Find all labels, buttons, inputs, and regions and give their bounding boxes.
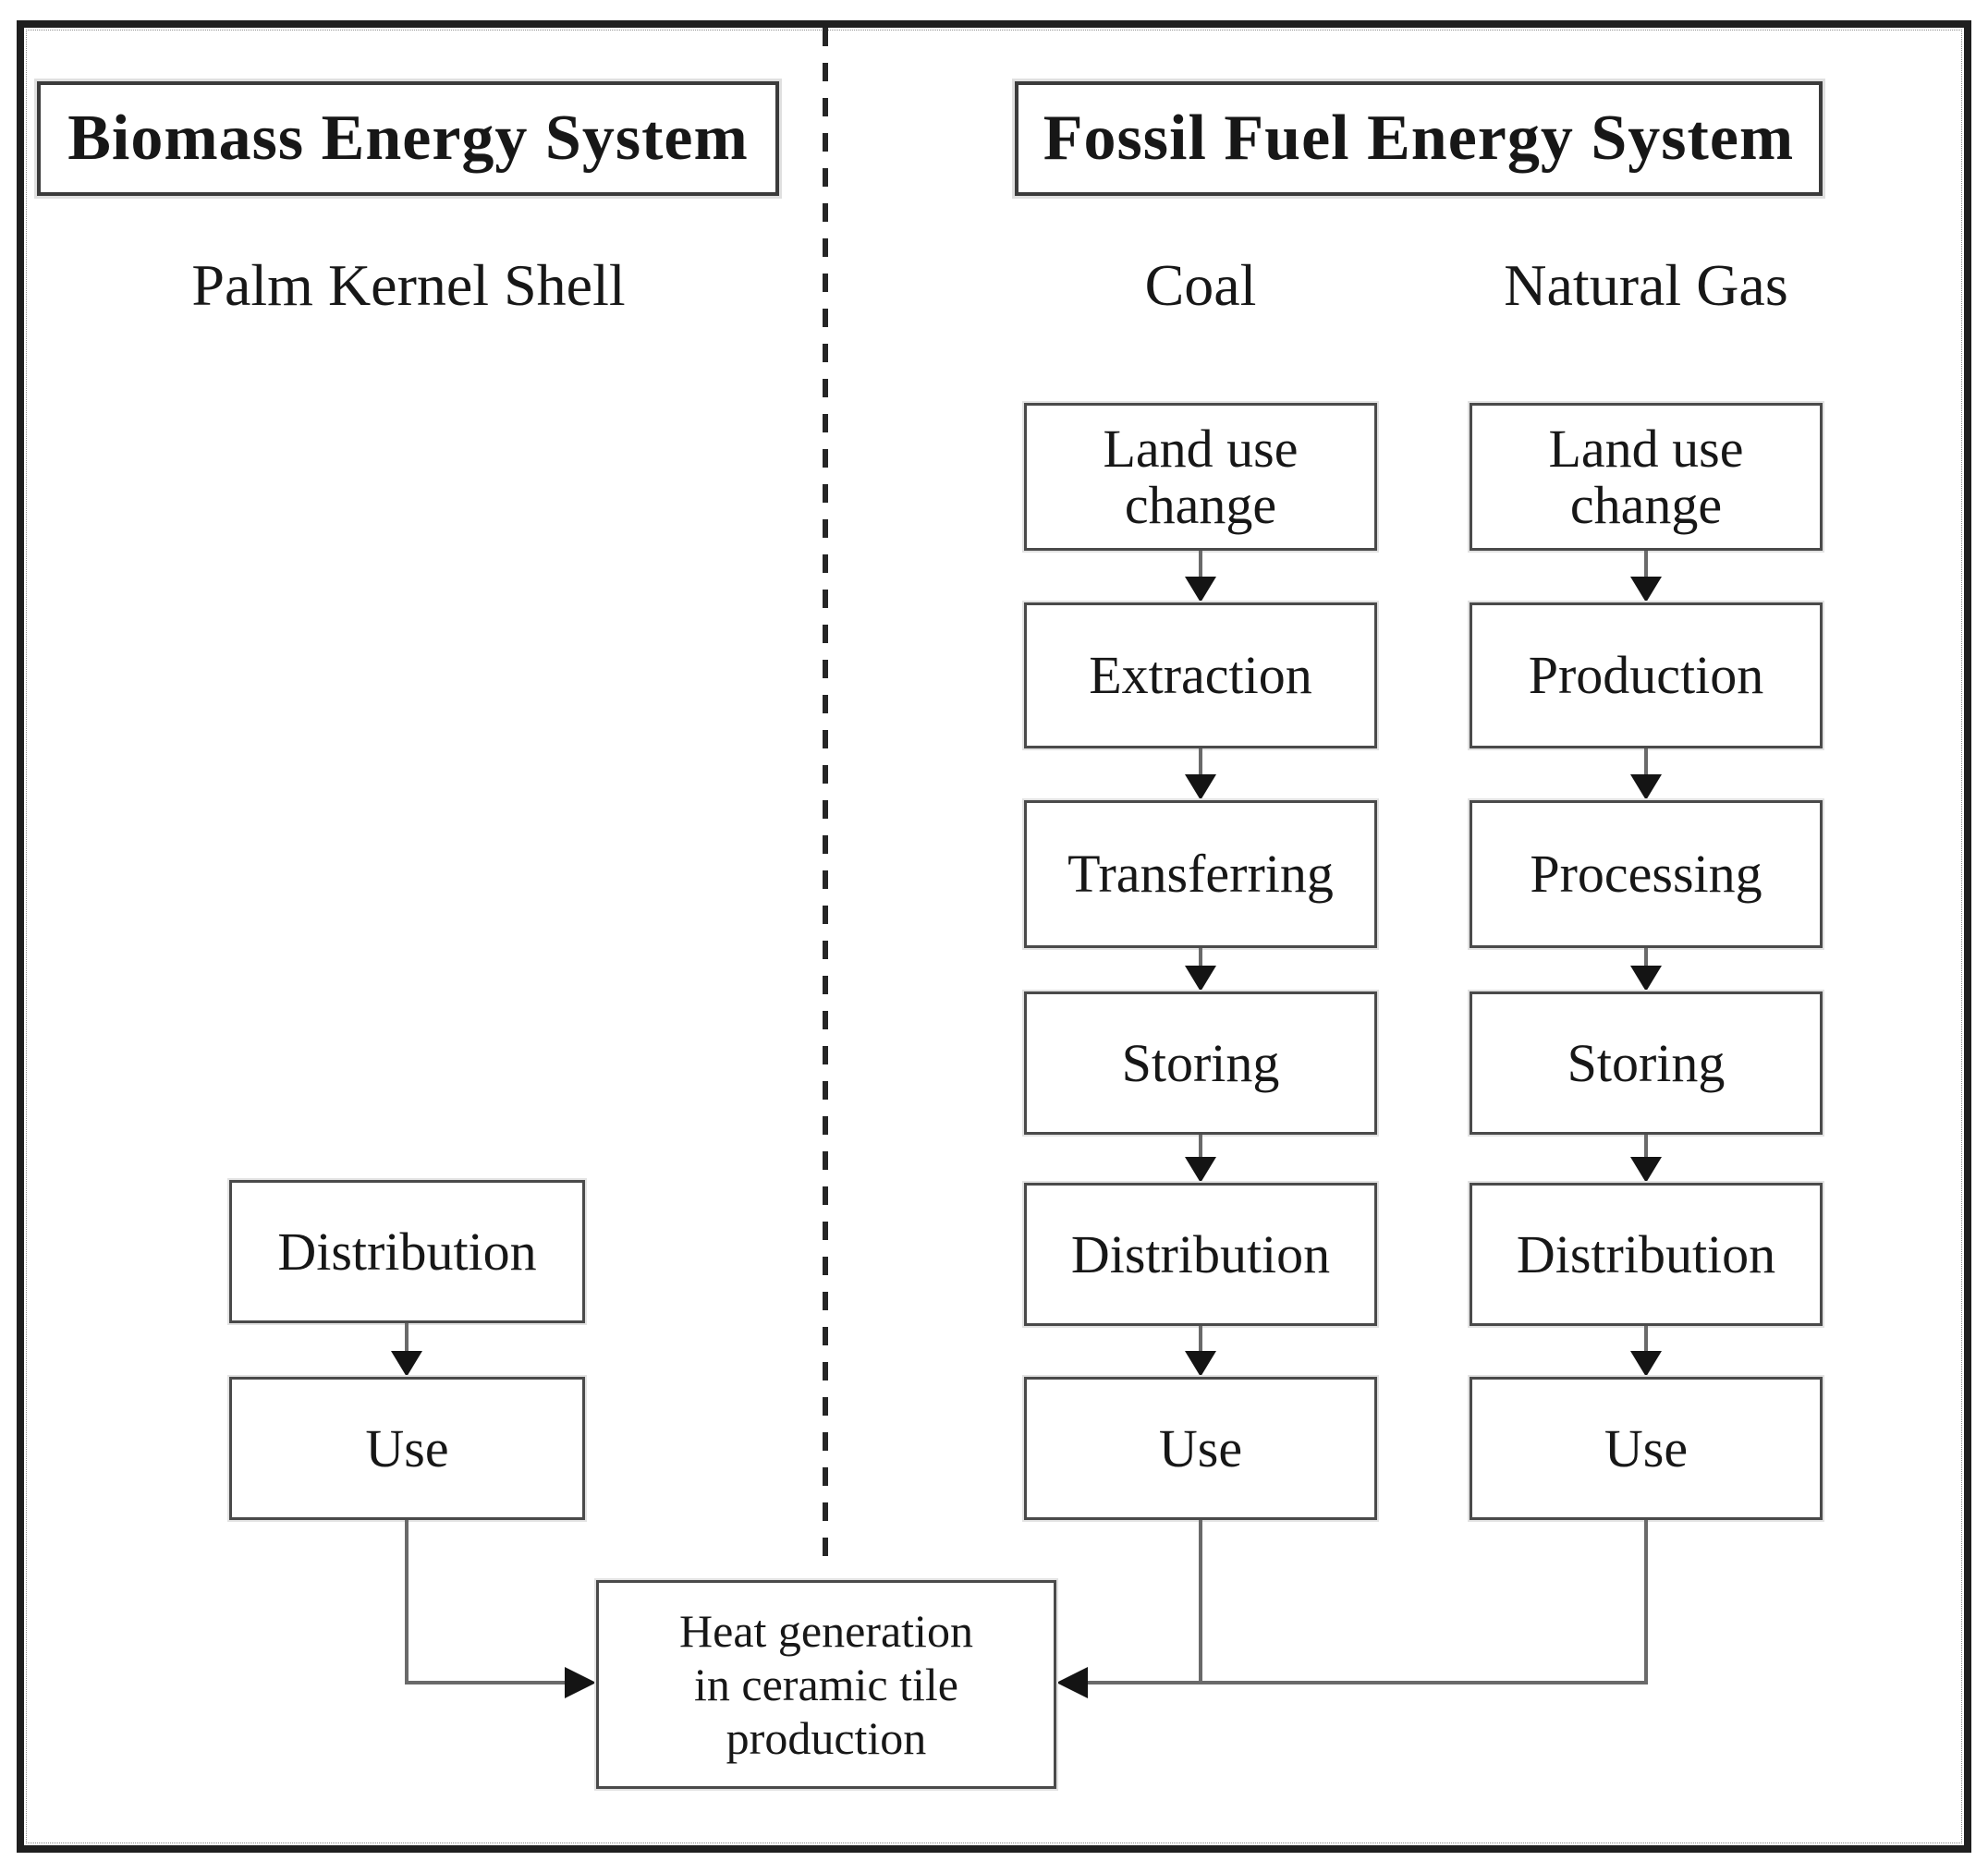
heat-generation-sink-box: Heat generation in ceramic tile producti… xyxy=(596,1580,1056,1789)
arrow-stem xyxy=(1199,551,1202,577)
arrow-stem xyxy=(1199,948,1202,966)
arrow-down-icon xyxy=(1185,577,1216,602)
coal-step-transferring: Transferring xyxy=(1024,800,1377,948)
arrow-stem xyxy=(1199,1135,1202,1157)
biomass-system-title-box: Biomass Energy System xyxy=(37,81,779,196)
arrow-down-icon xyxy=(1630,577,1662,602)
arrow-stem xyxy=(405,1323,409,1351)
arrow-down-icon xyxy=(1630,774,1662,800)
arrow-stem xyxy=(1644,948,1648,966)
arrow-coal-5 xyxy=(1185,1326,1216,1377)
arrow-down-icon xyxy=(391,1351,422,1377)
arrow-coal-1 xyxy=(1185,551,1216,602)
biomass-step-use: Use xyxy=(229,1377,585,1520)
gas-step-distribution: Distribution xyxy=(1470,1183,1823,1326)
arrow-down-icon xyxy=(1185,1157,1216,1183)
gas-step-processing: Processing xyxy=(1470,800,1823,948)
gas-step-storing: Storing xyxy=(1470,991,1823,1135)
arrow-stem xyxy=(1199,748,1202,774)
arrow-gas-3 xyxy=(1630,948,1662,991)
gas-step-land-use-change: Land use change xyxy=(1470,403,1823,551)
arrow-down-icon xyxy=(1630,1157,1662,1183)
palm-kernel-shell-label: Palm Kernel Shell xyxy=(191,252,626,318)
arrow-down-icon xyxy=(1185,1351,1216,1377)
arrow-gas-4 xyxy=(1630,1135,1662,1183)
connector-gas-use-vertical xyxy=(1644,1520,1648,1684)
arrow-stem xyxy=(1644,1135,1648,1157)
coal-step-use: Use xyxy=(1024,1377,1377,1520)
fossil-system-title-box: Fossil Fuel Energy System xyxy=(1015,81,1823,196)
connector-fossil-use-horizontal xyxy=(1088,1681,1648,1684)
arrow-down-icon xyxy=(1630,966,1662,991)
connector-biomass-use-vertical xyxy=(405,1520,409,1684)
coal-step-storing: Storing xyxy=(1024,991,1377,1135)
arrow-coal-3 xyxy=(1185,948,1216,991)
arrow-stem xyxy=(1644,551,1648,577)
sink-line-3: production xyxy=(726,1712,927,1764)
dashed-divider-line xyxy=(823,28,828,1562)
sink-line-1: Heat generation xyxy=(679,1605,973,1657)
natural-gas-label: Natural Gas xyxy=(1504,252,1788,318)
sink-line-2: in ceramic tile xyxy=(694,1659,958,1710)
coal-step-land-use-change: Land use change xyxy=(1024,403,1377,551)
arrow-stem xyxy=(1644,1326,1648,1351)
gas-step-production: Production xyxy=(1470,602,1823,748)
arrow-gas-2 xyxy=(1630,748,1662,800)
arrow-gas-5 xyxy=(1630,1326,1662,1377)
arrow-down-icon xyxy=(1185,966,1216,991)
gas-step-use: Use xyxy=(1470,1377,1823,1520)
arrow-biomass-distribution-to-use xyxy=(391,1323,422,1377)
arrow-gas-1 xyxy=(1630,551,1662,602)
connector-coal-use-vertical xyxy=(1199,1520,1202,1684)
outer-frame xyxy=(17,20,1971,1853)
arrow-right-icon xyxy=(565,1667,596,1698)
coal-label: Coal xyxy=(1144,252,1257,318)
arrow-down-icon xyxy=(1185,774,1216,800)
arrow-stem xyxy=(1644,748,1648,774)
connector-biomass-use-horizontal xyxy=(405,1681,567,1684)
biomass-step-distribution: Distribution xyxy=(229,1180,585,1323)
arrow-left-icon xyxy=(1056,1667,1088,1698)
coal-step-extraction: Extraction xyxy=(1024,602,1377,748)
arrow-coal-4 xyxy=(1185,1135,1216,1183)
coal-step-distribution: Distribution xyxy=(1024,1183,1377,1326)
arrow-down-icon xyxy=(1630,1351,1662,1377)
arrow-stem xyxy=(1199,1326,1202,1351)
arrow-coal-2 xyxy=(1185,748,1216,800)
